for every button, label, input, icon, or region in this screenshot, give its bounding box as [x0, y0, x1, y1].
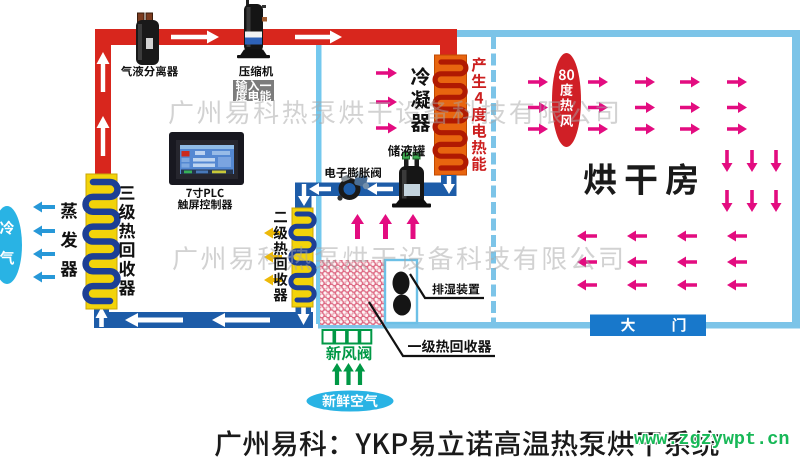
svg-text:www.zgzywpt.cn: www.zgzywpt.cn — [634, 429, 789, 450]
